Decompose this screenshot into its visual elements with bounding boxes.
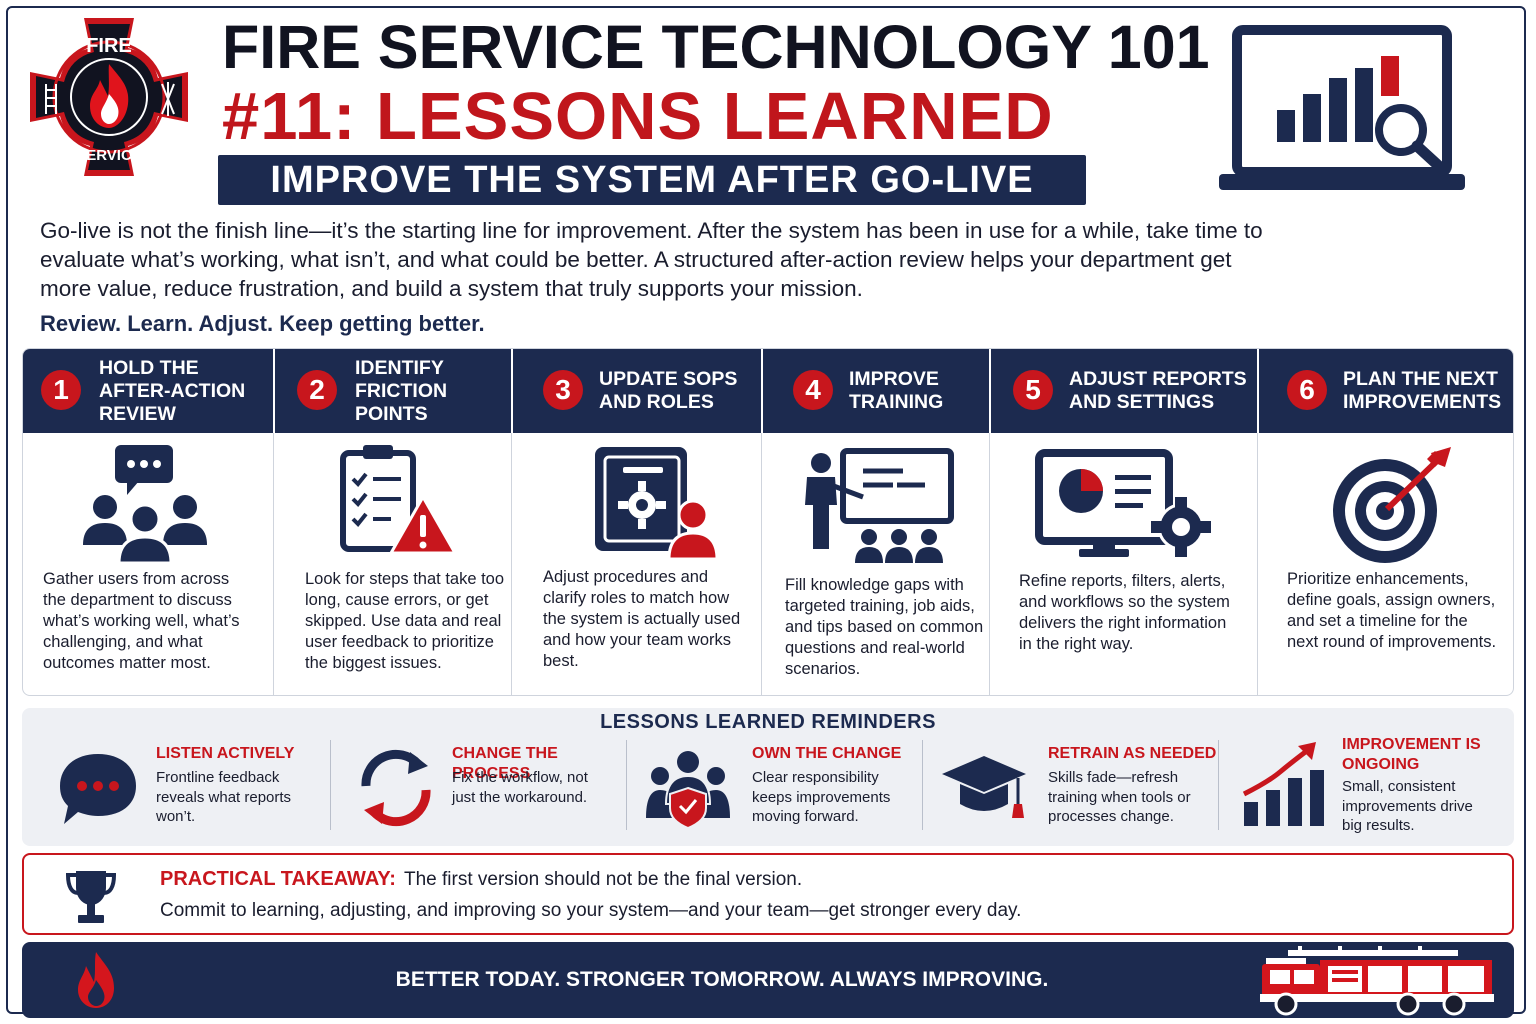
graduation-cap-icon <box>942 756 1026 818</box>
banner: IMPROVE THE SYSTEM AFTER GO-LIVE <box>218 155 1086 205</box>
step-title: UPDATE SOPS AND ROLES <box>599 368 738 413</box>
reminders-panel: LESSONS LEARNED REMINDERS LISTEN ACTIVEL… <box>22 708 1514 846</box>
reminder-heading: OWN THE CHANGE <box>752 745 902 762</box>
reminder-text: Clear responsibility keeps improvements … <box>752 769 891 825</box>
footer-banner: BETTER TODAY. STRONGER TOMORROW. ALWAYS … <box>22 942 1514 1018</box>
step-description: Refine reports, filters, alerts, and wor… <box>1019 572 1230 653</box>
reminder-text: Fix the workflow, not just the workaroun… <box>452 769 588 806</box>
flame-icon <box>78 952 114 1008</box>
step-title: IDENTIFY FRICTION POINTS <box>355 356 448 425</box>
maltese-cross-flame-icon: FIRE SERVICE <box>30 18 188 176</box>
step-description: Prioritize enhancements, define goals, a… <box>1287 570 1497 651</box>
reminder-heading: IMPROVEMENT IS ONGOING <box>1342 736 1481 773</box>
practical-takeaway: PRACTICAL TAKEAWAY: The first version sh… <box>22 853 1514 935</box>
manual-gear-person-icon <box>595 447 719 561</box>
tagline: Review. Learn. Adjust. Keep getting bett… <box>40 311 485 336</box>
reminder-own-the-change: OWN THE CHANGE Clear responsibility keep… <box>644 738 934 838</box>
step-description: Gather users from across the department … <box>43 570 240 672</box>
footer-slogan: BETTER TODAY. STRONGER TOMORROW. ALWAYS … <box>395 968 1049 991</box>
divider <box>626 740 627 830</box>
fire-truck-icon <box>1260 946 1494 1016</box>
step-number: 6 <box>1287 370 1327 410</box>
reminder-heading: LISTEN ACTIVELY <box>156 745 295 762</box>
cycle-arrows-icon <box>361 749 431 827</box>
step-title: ADJUST REPORTS AND SETTINGS <box>1069 368 1247 413</box>
takeaway-label: PRACTICAL TAKEAWAY: <box>160 868 396 890</box>
step-description: Fill knowledge gaps with targeted traini… <box>785 576 984 678</box>
step-title: IMPROVE TRAINING <box>849 368 944 413</box>
reminder-listen-actively: LISTEN ACTIVELY Frontline feedback revea… <box>54 738 334 838</box>
step-6: 6 PLAN THE NEXT IMPROVEMENTS Prioritize … <box>1257 349 1513 695</box>
step-header: 3 UPDATE SOPS AND ROLES <box>513 349 761 433</box>
step-3: 3 UPDATE SOPS AND ROLES Adjust procedure… <box>511 349 761 695</box>
presenter-board-audience-icon <box>805 448 954 563</box>
page-subtitle: #11: LESSONS LEARNED <box>222 79 1054 154</box>
divider <box>511 433 512 695</box>
step-number: 1 <box>41 370 81 410</box>
divider <box>330 740 331 830</box>
step-title: PLAN THE NEXT IMPROVEMENTS <box>1343 368 1502 413</box>
meeting-group-speech-icon <box>83 445 207 565</box>
divider <box>922 740 923 830</box>
step-header: 1 HOLD THE AFTER-ACTION REVIEW <box>23 349 273 433</box>
laptop-chart-magnifier-icon <box>1219 25 1465 190</box>
step-number: 2 <box>297 370 337 410</box>
rising-bar-chart-icon <box>1242 742 1324 826</box>
step-header: 2 IDENTIFY FRICTION POINTS <box>275 349 511 433</box>
takeaway-line-2: Commit to learning, adjusting, and impro… <box>160 900 1022 921</box>
divider <box>761 433 762 695</box>
reminder-text: Skills fade—refresh training when tools … <box>1048 769 1191 825</box>
team-shield-icon <box>646 751 730 830</box>
speech-bubble-icon <box>60 754 136 824</box>
step-description: Adjust procedures and clarify roles to m… <box>543 568 741 670</box>
step-5: 5 ADJUST REPORTS AND SETTINGS Refine rep… <box>989 349 1257 695</box>
divider <box>1257 433 1258 695</box>
intro-paragraph: Go-live is not the finish line—it’s the … <box>40 218 1263 301</box>
step-4: 4 IMPROVE TRAINING Fill knowledge gaps w… <box>761 349 989 695</box>
step-number: 5 <box>1013 370 1053 410</box>
divider <box>1218 740 1219 830</box>
reminder-text: Small, consistent improvements drive big… <box>1342 778 1473 834</box>
reminder-improvement-is-ongoing: IMPROVEMENT IS ONGOING Small, consistent… <box>1238 736 1508 838</box>
monitor-pie-chart-gear-icon <box>1035 449 1211 557</box>
step-header: 6 PLAN THE NEXT IMPROVEMENTS <box>1259 349 1513 433</box>
logo-top-text: FIRE <box>86 35 132 57</box>
logo-bottom-text: SERVICE <box>76 147 142 164</box>
divider <box>273 433 274 695</box>
steps-header-bar <box>23 349 1513 433</box>
trophy-icon <box>65 871 117 923</box>
reminder-heading: CHANGE THE PROCESS <box>452 745 558 782</box>
reminder-retrain-as-needed: RETRAIN AS NEEDED Skills fade—refresh tr… <box>940 738 1230 838</box>
checklist-warning-icon <box>340 445 457 555</box>
steps-panel: 1 HOLD THE AFTER-ACTION REVIEW Gather us… <box>22 348 1514 696</box>
target-arrow-icon <box>1333 447 1451 563</box>
step-number: 4 <box>793 370 833 410</box>
step-header: 5 ADJUST REPORTS AND SETTINGS <box>991 349 1257 433</box>
step-description: Look for steps that take too long, cause… <box>305 570 505 672</box>
step-number: 3 <box>543 370 583 410</box>
reminder-text: Frontline feedback reveals what reports … <box>156 769 292 825</box>
step-1: 1 HOLD THE AFTER-ACTION REVIEW Gather us… <box>23 349 273 695</box>
step-title: HOLD THE AFTER-ACTION REVIEW <box>99 356 246 425</box>
reminder-heading: RETRAIN AS NEEDED <box>1048 745 1217 762</box>
takeaway-line-1: The first version should not be the fina… <box>404 869 803 890</box>
reminders-title: LESSONS LEARNED REMINDERS <box>600 711 936 733</box>
step-2: 2 IDENTIFY FRICTION POINTS Look for step… <box>273 349 511 695</box>
reminder-change-the-process: CHANGE THE PROCESS Fix the workflow, not… <box>352 738 632 838</box>
page-title: FIRE SERVICE TECHNOLOGY 101 <box>222 13 1210 81</box>
step-header: 4 IMPROVE TRAINING <box>763 349 989 433</box>
divider <box>989 433 990 695</box>
